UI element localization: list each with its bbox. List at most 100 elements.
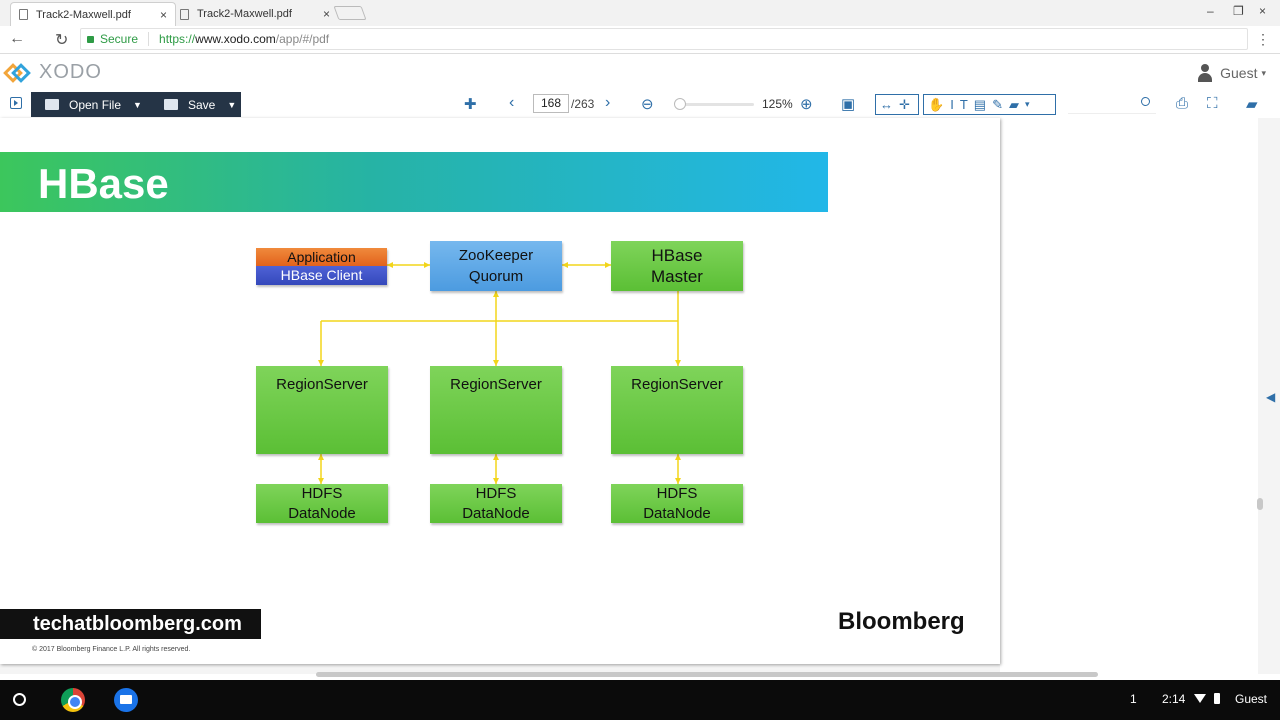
url-scheme: https:// — [159, 32, 196, 46]
datanode-line-2: DataNode — [643, 505, 711, 522]
secure-label: Secure — [100, 32, 139, 46]
launcher-icon[interactable] — [13, 693, 26, 706]
close-tab-icon[interactable]: × — [322, 7, 330, 21]
zoom-slider-handle[interactable] — [674, 98, 686, 110]
zoom-level: 125% — [762, 97, 793, 111]
url-host: www.xodo.com — [195, 32, 276, 46]
browser-tab-active[interactable]: Track2-Maxwell.pdf × — [10, 2, 176, 26]
vertical-scrollbar[interactable] — [1257, 498, 1263, 510]
previous-page-icon[interactable]: ‹ — [509, 94, 515, 111]
pan-hand-icon[interactable]: ✋ — [928, 96, 945, 112]
annotation-tools: ✋ I T ▤ ✎ ▰ ▾ — [923, 94, 1056, 115]
open-file-label: Open File — [69, 97, 122, 112]
free-text-icon[interactable]: ▤ — [973, 96, 987, 112]
tab-title: Track2-Maxwell.pdf — [197, 8, 292, 20]
fit-tools: ↔ ✛ — [875, 94, 919, 115]
wifi-icon[interactable] — [1194, 694, 1206, 703]
zoom-slider[interactable] — [674, 98, 754, 110]
user-label: Guest — [1220, 65, 1258, 81]
expand-panel-icon[interactable]: ◀ — [1266, 390, 1276, 404]
slide-title: HBase — [38, 160, 169, 207]
comments-panel-icon[interactable]: ▰ — [1246, 96, 1258, 113]
back-arrow-icon[interactable]: ← — [9, 30, 25, 47]
chevron-down-icon[interactable]: ▾ — [1024, 99, 1030, 109]
bloomberg-logo: Bloomberg — [838, 608, 965, 635]
annotations-panel — [1000, 118, 1258, 674]
fit-width-icon[interactable]: ↔ — [880, 97, 893, 112]
footer-site: techatbloomberg.com — [0, 609, 261, 639]
rotate-icon[interactable]: ▣ — [841, 96, 856, 113]
datanode-line-2: DataNode — [462, 505, 530, 522]
tab-title: Track2-Maxwell.pdf — [36, 8, 131, 21]
zookeeper-line-2: Quorum — [468, 268, 524, 285]
zoom-out-icon[interactable]: ⊖ — [641, 96, 654, 113]
maximize-icon[interactable]: ❐ — [1233, 4, 1244, 18]
xodo-logo-icon — [3, 62, 35, 84]
monitor-icon — [163, 99, 178, 110]
pdf-page: HBase — [0, 118, 1000, 664]
region-server-label: RegionServer — [450, 376, 542, 393]
document-icon — [19, 9, 28, 20]
horizontal-scrollbar[interactable] — [316, 672, 1098, 677]
search-input[interactable] — [1068, 94, 1156, 114]
notification-count[interactable]: 1 — [1130, 692, 1137, 706]
zookeeper-box: ZooKeeper Quorum — [430, 241, 562, 291]
new-tab-button[interactable] — [333, 6, 367, 20]
pen-icon[interactable]: ✎ — [992, 96, 1003, 112]
next-page-icon[interactable]: › — [605, 94, 611, 111]
datanode-line-2: DataNode — [288, 505, 356, 522]
app-header: XODO Guest ▾ — [0, 54, 1280, 92]
text-tool-icon[interactable]: T — [959, 97, 968, 112]
xodo-logo[interactable]: XODO — [3, 61, 102, 84]
save-label: Save — [187, 97, 216, 112]
browser-tab[interactable]: Track2-Maxwell.pdf × — [172, 2, 338, 26]
user-icon — [1198, 64, 1213, 82]
open-file-button[interactable]: Open File ▼ — [31, 92, 142, 117]
chrome-icon[interactable] — [61, 688, 85, 712]
zoom-in-icon[interactable]: ⊕ — [800, 96, 813, 113]
datanode-line-1: HDFS — [301, 485, 343, 502]
user-menu[interactable]: Guest ▾ — [1198, 64, 1266, 82]
shelf-user[interactable]: Guest — [1235, 692, 1268, 706]
file-actions: Open File ▼ Save ▼ — [31, 92, 241, 117]
region-server-box: RegionServer — [430, 366, 562, 454]
master-line-1: HBase — [651, 246, 703, 265]
address-bar[interactable]: Secure https:// www.xodo.com /app/#/pdf — [80, 28, 1248, 50]
add-user-icon[interactable]: ✚ — [464, 96, 477, 113]
monitor-icon — [45, 99, 59, 110]
close-window-icon[interactable]: × — [1259, 4, 1267, 18]
caret-down-icon[interactable]: ▼ — [133, 99, 142, 110]
page-total: /263 — [571, 97, 595, 111]
region-server-label: RegionServer — [631, 376, 723, 393]
fit-page-icon[interactable]: ✛ — [899, 96, 910, 112]
region-server-box: RegionServer — [256, 366, 388, 454]
datanode-box: HDFS DataNode — [430, 484, 562, 523]
clock[interactable]: 2:14 — [1162, 692, 1186, 706]
datanode-box: HDFS DataNode — [256, 484, 388, 523]
datanode-line-1: HDFS — [475, 485, 517, 502]
fullscreen-icon[interactable]: ⛶ — [1207, 95, 1218, 112]
viewer-toolbar: Open File ▼ Save ▼ ✚ ‹ 168 /263 › ⊖ 125%… — [0, 92, 1280, 118]
battery-icon[interactable] — [1214, 693, 1220, 704]
browser-menu-icon[interactable]: ⋮ — [1256, 31, 1270, 47]
application-label: Application — [256, 248, 387, 266]
slide-banner: HBase — [0, 152, 828, 212]
save-button[interactable]: Save ▼ — [142, 92, 236, 117]
reload-icon[interactable]: ↻ — [55, 32, 69, 49]
comment-icon[interactable]: ▰ — [1008, 96, 1019, 112]
chevron-down-icon: ▾ — [1261, 67, 1266, 78]
lock-icon — [87, 35, 94, 43]
text-select-icon[interactable]: I — [950, 97, 954, 112]
page-number-input[interactable]: 168 — [533, 94, 569, 113]
close-tab-icon[interactable]: × — [159, 7, 167, 22]
sidebar-toggle-icon[interactable] — [10, 97, 22, 109]
search-icon[interactable] — [1141, 97, 1150, 106]
print-icon[interactable]: ⎙ — [1176, 95, 1189, 112]
master-line-2: Master — [651, 267, 703, 286]
caret-down-icon[interactable]: ▼ — [227, 99, 237, 110]
files-app-icon[interactable] — [114, 688, 138, 712]
minimize-icon[interactable]: – — [1207, 4, 1214, 18]
zookeeper-line-1: ZooKeeper — [458, 247, 534, 264]
hbase-master-box: HBase Master — [611, 241, 743, 291]
datanode-line-1: HDFS — [656, 485, 698, 502]
